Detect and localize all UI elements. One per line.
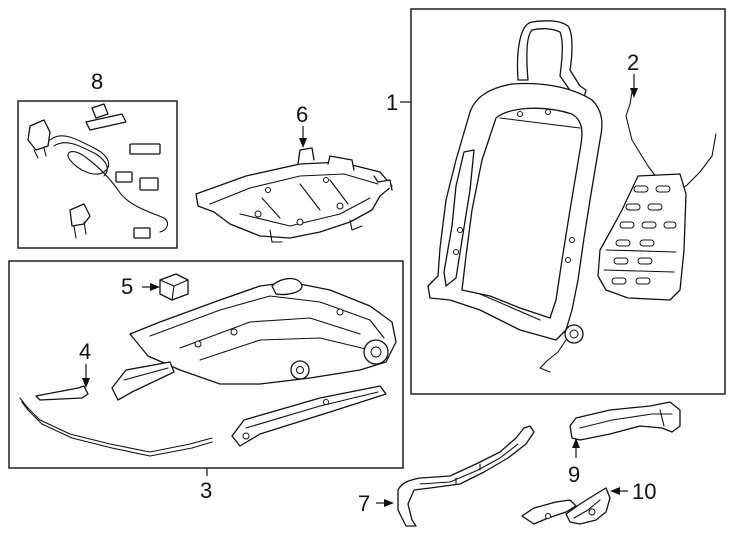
seat-cushion-frame-group-box (8, 260, 404, 469)
callout-7: 7 (358, 491, 370, 516)
wiring-harness-part[interactable] (27, 103, 169, 239)
callout-5: 5 (121, 274, 133, 299)
callout-6: 6 (296, 102, 308, 127)
leader-arrow-6 (299, 126, 307, 148)
inner-trim-cover-part[interactable] (569, 401, 681, 441)
callout-8: 8 (91, 69, 103, 94)
callout-9: 9 (568, 462, 580, 487)
leader-arrow-10 (610, 487, 628, 495)
seat-back-frame-part[interactable] (427, 20, 603, 373)
lumbar-plate-slots (611, 185, 677, 285)
leader-arrow-4 (82, 364, 90, 388)
outer-trim-cover-part[interactable] (397, 425, 535, 527)
sensor-clip-part[interactable] (159, 273, 189, 301)
leader-arrow-2 (630, 74, 638, 98)
callout-4: 4 (79, 339, 91, 364)
leader-arrow-9 (572, 438, 580, 458)
seat-cushion-frame-part[interactable] (111, 277, 397, 447)
callout-10: 10 (632, 479, 656, 504)
adjuster-rod-part[interactable] (19, 385, 213, 457)
cushion-pan-part[interactable] (195, 147, 393, 243)
callout-1: 1 (386, 90, 398, 115)
wiring-harness-group-box (17, 100, 178, 249)
recliner-handle-part[interactable] (521, 487, 611, 525)
leader-arrow-5 (142, 283, 160, 291)
callout-2: 2 (627, 50, 639, 75)
lumbar-support-part[interactable] (597, 91, 717, 301)
callout-3: 3 (200, 478, 212, 503)
seat-back-frame-group-box (410, 8, 726, 395)
leader-arrow-7 (376, 499, 394, 507)
